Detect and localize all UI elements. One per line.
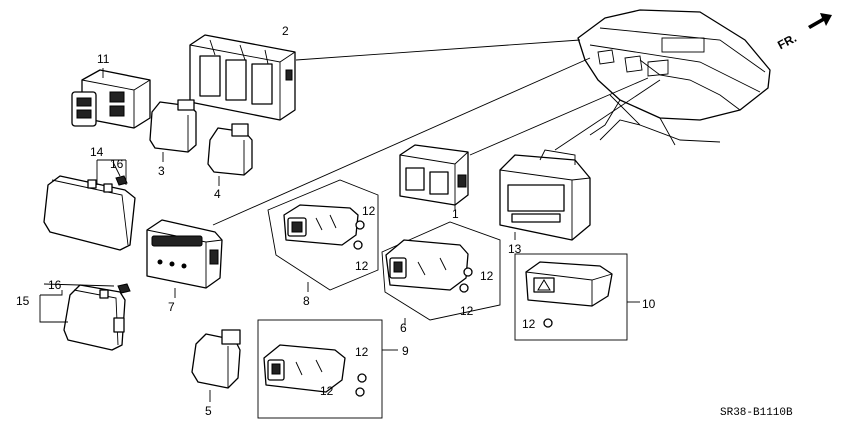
callout-11: 11 [97, 52, 110, 66]
callout-12-group9-lower: 12 [320, 384, 334, 398]
callout-1: 1 [452, 207, 459, 221]
group-10-frame [514, 253, 640, 341]
callout-8: 8 [303, 294, 310, 308]
callout-7: 7 [168, 300, 175, 314]
leader-lines [212, 39, 661, 226]
callout-16-lower: 16 [48, 278, 62, 292]
callout-4: 4 [214, 187, 221, 201]
callout-14: 14 [90, 145, 104, 159]
front-direction-indicator: FR. [775, 13, 832, 52]
hazard-triangle-icon [537, 279, 551, 291]
callout-6: 6 [400, 321, 407, 335]
part-14-blank-panel [43, 159, 136, 251]
part-7-switch [146, 219, 223, 298]
part-1-switch-housing [399, 144, 469, 210]
callout-12-group8-lower: 12 [355, 259, 369, 273]
callout-3: 3 [158, 164, 165, 178]
part-13-bezel [499, 149, 591, 241]
callout-2: 2 [282, 24, 289, 38]
part-11-switch [71, 68, 151, 129]
callout-12-group8-upper: 12 [362, 204, 376, 218]
part-3-blank-cap [149, 99, 197, 162]
callout-12-group6-lower: 12 [460, 304, 474, 318]
part-15-blank-panel [39, 283, 131, 351]
callout-10: 10 [642, 297, 656, 311]
front-label: FR. [775, 31, 799, 52]
callout-12-group9-upper: 12 [355, 345, 369, 359]
group-8-frame [267, 179, 379, 292]
callout-5: 5 [205, 404, 212, 418]
callout-16-upper: 16 [110, 157, 124, 171]
callout-12-group10: 12 [522, 317, 536, 331]
callout-13: 13 [508, 242, 522, 256]
part-5-cap [191, 329, 241, 402]
group-6-frame [381, 221, 501, 325]
dashboard-drawing [577, 9, 771, 146]
callout-9: 9 [402, 344, 409, 358]
drawing-code: SR38-B1110B [720, 407, 793, 419]
callout-15: 15 [16, 294, 30, 308]
front-arrow-icon [808, 13, 832, 29]
part-4-blank-cap [207, 123, 253, 186]
part-2-switch-panel [189, 34, 296, 121]
callout-12-group6-upper: 12 [480, 269, 494, 283]
callout-labels: 2 11 3 4 14 16 15 16 7 5 8 12 12 1 6 12 … [16, 24, 656, 418]
group-9-frame [257, 319, 398, 419]
